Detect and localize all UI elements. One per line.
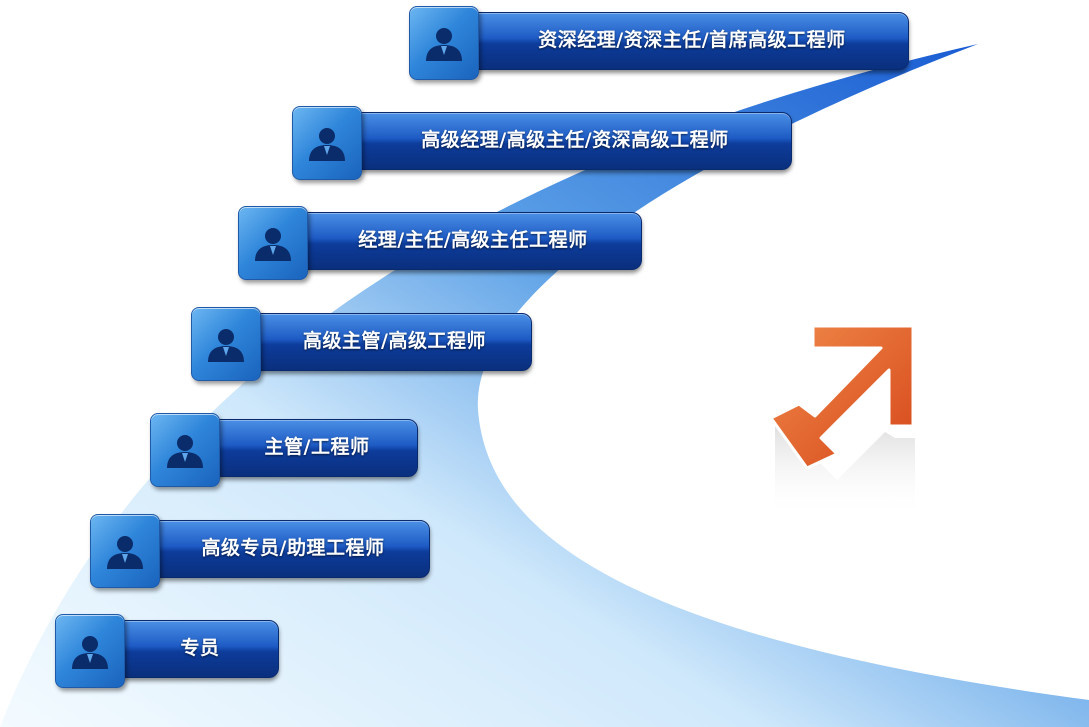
career-step: 资深经理/资深主任/首席高级工程师 — [409, 6, 927, 80]
step-label: 主管/工程师 — [264, 436, 370, 458]
career-step: 主管/工程师 — [150, 413, 436, 487]
step-bar — [231, 313, 532, 371]
step-bar — [449, 12, 909, 70]
step-label: 经理/主任/高级主任工程师 — [358, 229, 588, 251]
career-step: 高级专员/助理工程师 — [90, 514, 448, 588]
arrow-up-right-icon — [769, 324, 915, 518]
step-icon-tile — [409, 6, 479, 80]
step-icon-tile — [150, 413, 220, 487]
career-step: 高级主管/高级工程师 — [191, 307, 550, 381]
step-icon-tile — [55, 614, 125, 688]
step-bar — [95, 620, 279, 678]
step-bar — [130, 520, 430, 578]
step-icon-tile — [90, 514, 160, 588]
career-step: 经理/主任/高级主任工程师 — [238, 206, 660, 280]
step-icon-tile — [191, 307, 261, 381]
step-bar — [190, 419, 418, 477]
step-label: 高级经理/高级主任/资深高级工程师 — [421, 129, 729, 151]
step-icon-tile — [292, 106, 362, 180]
step-label: 资深经理/资深主任/首席高级工程师 — [538, 29, 846, 51]
step-label: 高级专员/助理工程师 — [201, 537, 385, 559]
step-label: 高级主管/高级工程师 — [303, 330, 486, 352]
step-bar — [332, 112, 792, 170]
step-icon-tile — [238, 206, 308, 280]
step-bar — [278, 212, 642, 270]
career-step: 高级经理/高级主任/资深高级工程师 — [292, 106, 810, 180]
step-label: 专员 — [180, 637, 220, 659]
career-step: 专员 — [55, 614, 297, 688]
